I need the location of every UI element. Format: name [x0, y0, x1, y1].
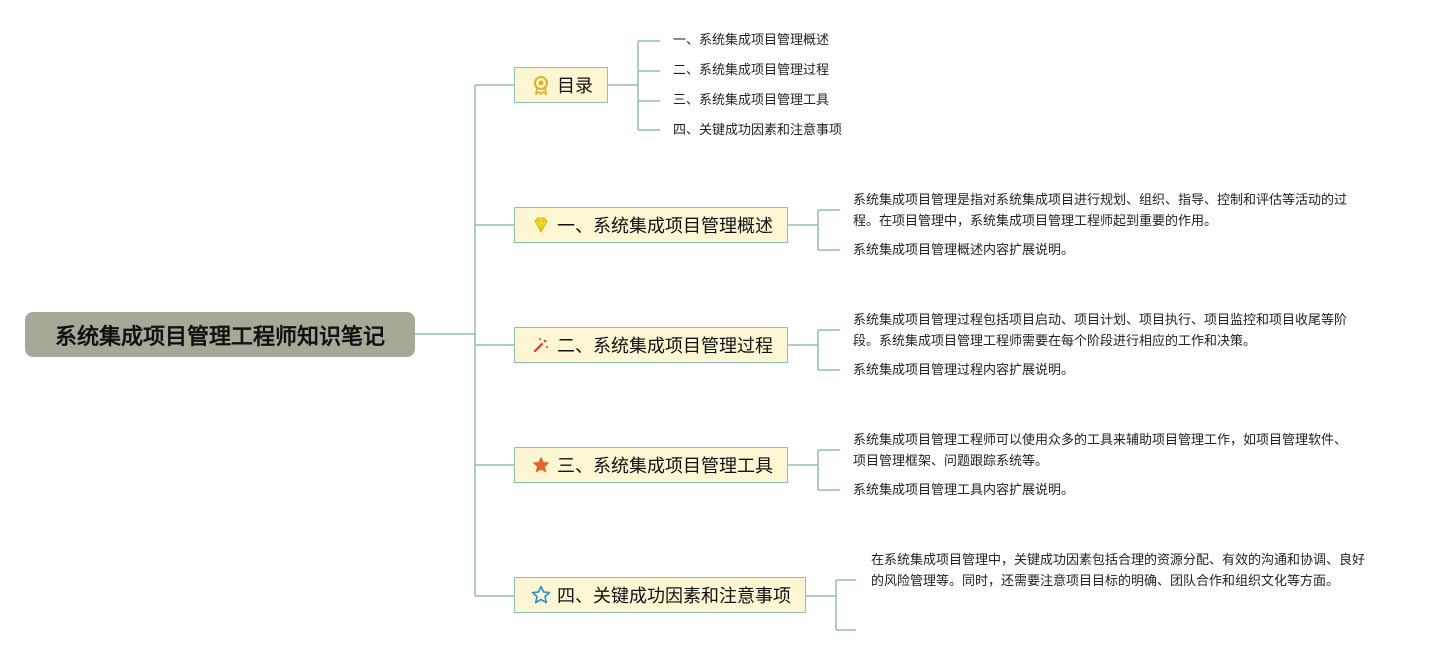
branch-overview[interactable]: 一、系统集成项目管理概述 — [514, 207, 788, 243]
branch-label: 四、关键成功因素和注意事项 — [557, 586, 791, 607]
overview-detail[interactable]: 系统集成项目管理是指对系统集成项目进行规划、组织、指导、控制和评估等活动的过程。… — [853, 193, 1348, 229]
toc-item-2[interactable]: 二、系统集成项目管理过程 — [673, 63, 830, 78]
toc-item-1[interactable]: 一、系统集成项目管理概述 — [673, 33, 830, 48]
root-title: 系统集成项目管理工程师知识笔记 — [54, 324, 385, 350]
process-extension[interactable]: 系统集成项目管理过程内容扩展说明。 — [853, 363, 1075, 378]
branch-tools[interactable]: 三、系统集成项目管理工具 — [514, 447, 788, 483]
toc-item-3[interactable]: 三、系统集成项目管理工具 — [673, 93, 830, 108]
diamond-icon — [531, 215, 551, 235]
branch-success-factors[interactable]: 四、关键成功因素和注意事项 — [514, 577, 806, 613]
filled-star-icon — [531, 455, 551, 475]
toc-item-4[interactable]: 四、关键成功因素和注意事项 — [673, 123, 843, 138]
magic-wand-icon — [531, 335, 551, 355]
branch-label: 一、系统集成项目管理概述 — [557, 216, 773, 237]
tools-detail[interactable]: 系统集成项目管理工程师可以使用众多的工具来辅助项目管理工作，如项目管理软件、项目… — [853, 433, 1348, 469]
tools-extension[interactable]: 系统集成项目管理工具内容扩展说明。 — [853, 483, 1075, 498]
outline-star-icon — [531, 585, 551, 605]
branch-toc[interactable]: 目录 — [514, 67, 608, 103]
ribbon-award-icon — [531, 75, 551, 95]
success-factors-detail[interactable]: 在系统集成项目管理中，关键成功因素包括合理的资源分配、有效的沟通和协调、良好的风… — [871, 553, 1366, 589]
branch-label: 三、系统集成项目管理工具 — [557, 456, 773, 477]
branch-label: 目录 — [557, 76, 593, 97]
branch-process[interactable]: 二、系统集成项目管理过程 — [514, 327, 788, 363]
overview-extension[interactable]: 系统集成项目管理概述内容扩展说明。 — [853, 243, 1075, 258]
process-detail[interactable]: 系统集成项目管理过程包括项目启动、项目计划、项目执行、项目监控和项目收尾等阶段。… — [853, 313, 1348, 349]
root-node[interactable]: 系统集成项目管理工程师知识笔记 — [25, 312, 415, 357]
branch-label: 二、系统集成项目管理过程 — [557, 336, 773, 357]
